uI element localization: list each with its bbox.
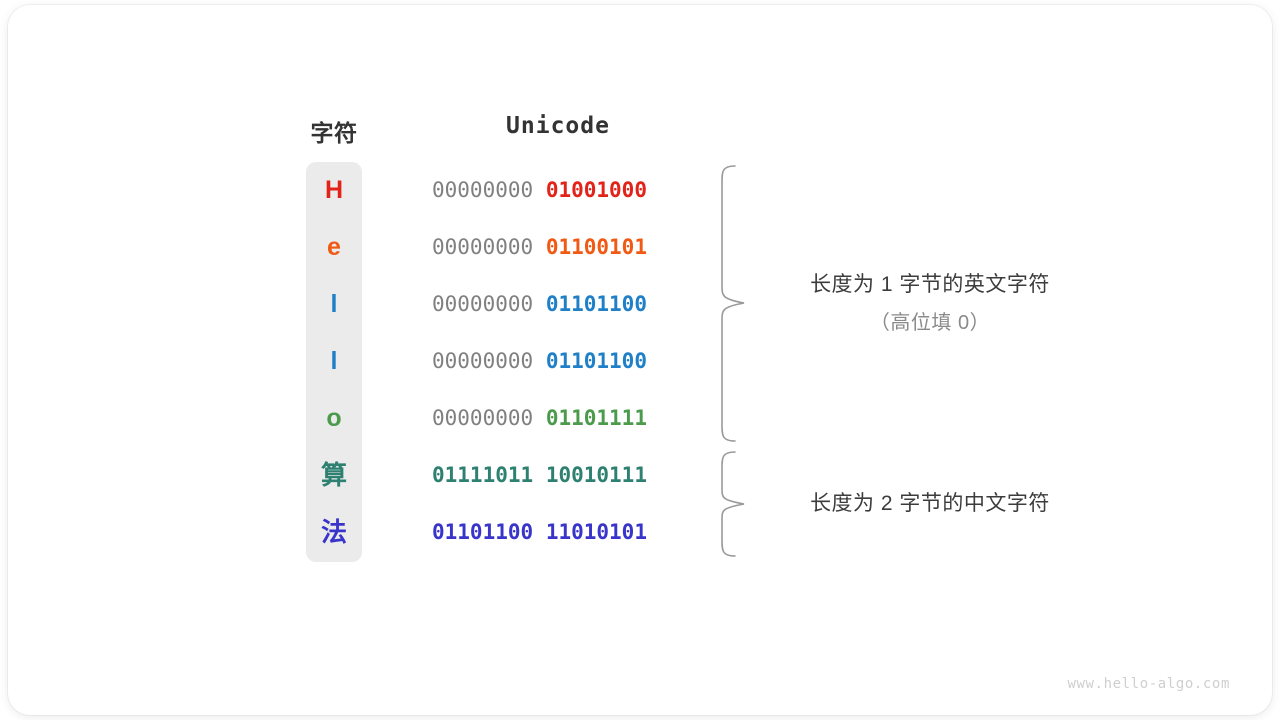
byte-separator — [533, 463, 546, 487]
low-byte: 01100101 — [545, 235, 647, 259]
character-cell: 法 — [320, 517, 347, 547]
annotation-two-byte: 长度为 2 字节的中文字符 — [770, 487, 1090, 517]
byte-separator — [533, 292, 546, 316]
character-cell: l — [330, 347, 338, 375]
low-byte: 01101111 — [545, 406, 647, 430]
character-cell: H — [324, 176, 344, 204]
annotation-two-byte-line1: 长度为 2 字节的中文字符 — [810, 492, 1050, 515]
column-header-character: 字符 — [310, 120, 358, 146]
low-byte: 01101100 — [545, 292, 647, 316]
unicode-bits-cell: 01101100 11010101 — [432, 504, 684, 561]
character-cell: e — [327, 233, 341, 261]
character-cell: l — [330, 290, 338, 318]
low-byte: 10010111 — [545, 463, 647, 487]
character-column-background — [306, 162, 362, 562]
annotation-one-byte: 长度为 1 字节的英文字符 （高位填 0） — [770, 268, 1090, 335]
byte-separator — [533, 406, 546, 430]
high-byte: 00000000 — [432, 235, 534, 259]
unicode-bits-cell: 00000000 01001000 — [432, 162, 684, 219]
high-byte: 00000000 — [432, 292, 534, 316]
low-byte: 11010101 — [545, 520, 647, 544]
byte-separator — [533, 520, 546, 544]
low-byte: 01101100 — [545, 349, 647, 373]
unicode-bits-cell: 01111011 10010111 — [432, 447, 684, 504]
byte-separator — [533, 178, 546, 202]
unicode-bits-cell: 00000000 01101100 — [432, 276, 684, 333]
high-byte: 00000000 — [432, 178, 534, 202]
diagram-card — [8, 5, 1272, 715]
high-byte: 01101100 — [432, 520, 534, 544]
character-cell: 算 — [320, 460, 347, 490]
character-cell: o — [326, 404, 342, 432]
byte-separator — [533, 349, 546, 373]
annotation-one-byte-line2: （高位填 0） — [869, 312, 991, 334]
unicode-bits-cell: 00000000 01101100 — [432, 333, 684, 390]
unicode-bits-cell: 00000000 01101111 — [432, 390, 684, 447]
unicode-bits-cell: 00000000 01100101 — [432, 219, 684, 276]
byte-separator — [533, 235, 546, 259]
low-byte: 01001000 — [545, 178, 647, 202]
column-header-unicode: Unicode — [506, 113, 610, 139]
high-byte: 00000000 — [432, 349, 534, 373]
annotation-one-byte-line1: 长度为 1 字节的英文字符 — [810, 273, 1050, 296]
high-byte: 01111011 — [432, 463, 534, 487]
high-byte: 00000000 — [432, 406, 534, 430]
watermark: www.hello-algo.com — [1067, 676, 1230, 692]
